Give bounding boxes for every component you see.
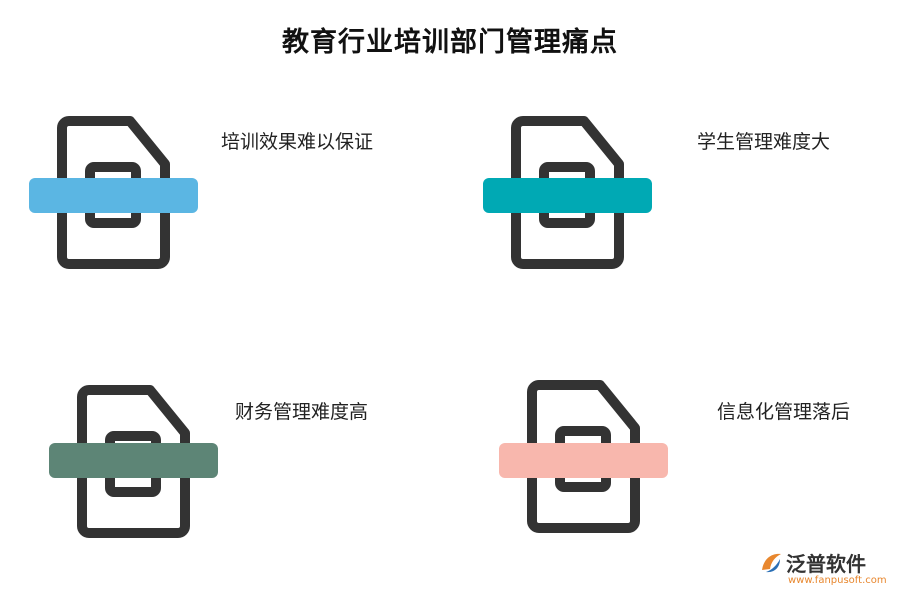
document-icon (49, 385, 218, 538)
document-icon (29, 116, 198, 269)
document-icon (483, 116, 652, 269)
pain-point-item-4: 信息化管理落后 (499, 380, 850, 533)
fanpu-logo-icon (762, 553, 781, 573)
page-title: 教育行业培训部门管理痛点 (282, 27, 618, 58)
pain-point-label: 信息化管理落后 (717, 401, 851, 423)
pain-point-label: 培训效果难以保证 (221, 131, 374, 153)
logo-url: www.fanpusoft.com (788, 575, 887, 586)
document-icon (499, 380, 668, 533)
brand-logo: 泛普软件 www.fanpusoft.com (758, 548, 888, 592)
logo-name: 泛普软件 (786, 552, 866, 576)
pain-point-label: 学生管理难度大 (697, 131, 831, 153)
pain-point-item-1: 培训效果难以保证 (29, 116, 373, 269)
pain-point-item-2: 学生管理难度大 (483, 116, 830, 269)
pain-point-item-3: 财务管理难度高 (49, 385, 368, 538)
pain-point-label: 财务管理难度高 (235, 401, 369, 423)
